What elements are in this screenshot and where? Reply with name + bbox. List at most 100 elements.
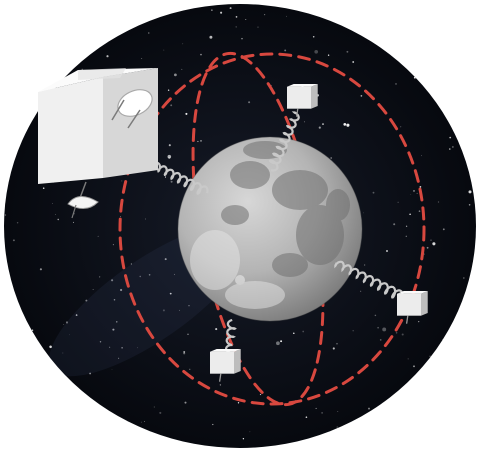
- star: [112, 328, 115, 331]
- star: [437, 201, 440, 203]
- star: [137, 347, 139, 349]
- star: [405, 225, 408, 227]
- star: [6, 161, 8, 163]
- star: [376, 10, 378, 12]
- star: [89, 26, 91, 28]
- cube-satellite-icon: [287, 84, 318, 117]
- star: [71, 430, 74, 433]
- star: [435, 77, 438, 79]
- star: [220, 11, 223, 14]
- star: [352, 330, 354, 332]
- star: [45, 24, 48, 26]
- star: [452, 146, 454, 148]
- star: [419, 186, 422, 188]
- star: [336, 342, 338, 345]
- star: [12, 239, 15, 242]
- star: [400, 126, 402, 128]
- star: [468, 293, 471, 295]
- star: [169, 292, 172, 295]
- star: [43, 65, 46, 68]
- dish-antenna-icon: [111, 89, 153, 129]
- star: [141, 57, 143, 59]
- star: [249, 431, 251, 433]
- star: [360, 95, 363, 97]
- star: [397, 201, 399, 203]
- star: [402, 394, 405, 397]
- star: [395, 82, 397, 85]
- star: [18, 101, 20, 103]
- star: [183, 350, 186, 353]
- star: [456, 354, 460, 357]
- star: [62, 352, 64, 354]
- star: [472, 9, 474, 11]
- star: [181, 68, 183, 70]
- star: [81, 68, 83, 70]
- star: [293, 332, 295, 334]
- star: [302, 330, 305, 333]
- star: [164, 176, 167, 178]
- star: [457, 6, 459, 9]
- star: [148, 32, 150, 34]
- star: [440, 17, 443, 20]
- star: [387, 52, 389, 54]
- large-satellite-front: [38, 77, 103, 184]
- star: [413, 76, 416, 79]
- star: [448, 356, 449, 358]
- star: [321, 412, 323, 414]
- star: [42, 187, 45, 189]
- star: [153, 406, 155, 408]
- star: [413, 189, 415, 192]
- star: [164, 258, 167, 261]
- star: [276, 341, 280, 346]
- star: [259, 393, 262, 396]
- star: [182, 43, 184, 45]
- star: [163, 49, 165, 51]
- star: [379, 339, 382, 341]
- star: [75, 314, 78, 316]
- star: [139, 275, 141, 278]
- star: [418, 321, 420, 323]
- star: [140, 421, 142, 423]
- star: [211, 9, 213, 11]
- star: [377, 326, 379, 329]
- star: [343, 123, 347, 126]
- star: [145, 218, 146, 220]
- star: [4, 214, 7, 216]
- star: [245, 19, 247, 20]
- star: [167, 89, 170, 91]
- star: [178, 309, 181, 311]
- star: [97, 235, 99, 237]
- star: [318, 126, 321, 129]
- cube-satellite-icon: [210, 349, 241, 382]
- star: [442, 339, 444, 341]
- star: [463, 277, 465, 279]
- star: [118, 357, 120, 359]
- star: [112, 244, 114, 246]
- star: [84, 24, 89, 28]
- star: [189, 368, 191, 370]
- star: [426, 246, 429, 249]
- star: [336, 426, 338, 428]
- star: [120, 216, 121, 217]
- star: [315, 407, 317, 409]
- star: [49, 345, 52, 349]
- star: [78, 61, 81, 64]
- star: [284, 49, 287, 52]
- star: [159, 411, 162, 414]
- star: [29, 116, 32, 118]
- cube-satellite-icon: [397, 291, 428, 324]
- star: [455, 49, 458, 52]
- star: [432, 242, 436, 246]
- star: [20, 18, 24, 22]
- moon-highlands: [190, 230, 285, 309]
- star: [423, 253, 425, 255]
- star: [242, 438, 245, 440]
- star: [36, 100, 39, 103]
- star: [85, 299, 88, 302]
- star: [168, 144, 171, 147]
- star: [421, 155, 422, 157]
- star: [170, 180, 173, 183]
- star: [66, 55, 69, 58]
- star: [81, 4, 82, 5]
- star: [465, 119, 468, 122]
